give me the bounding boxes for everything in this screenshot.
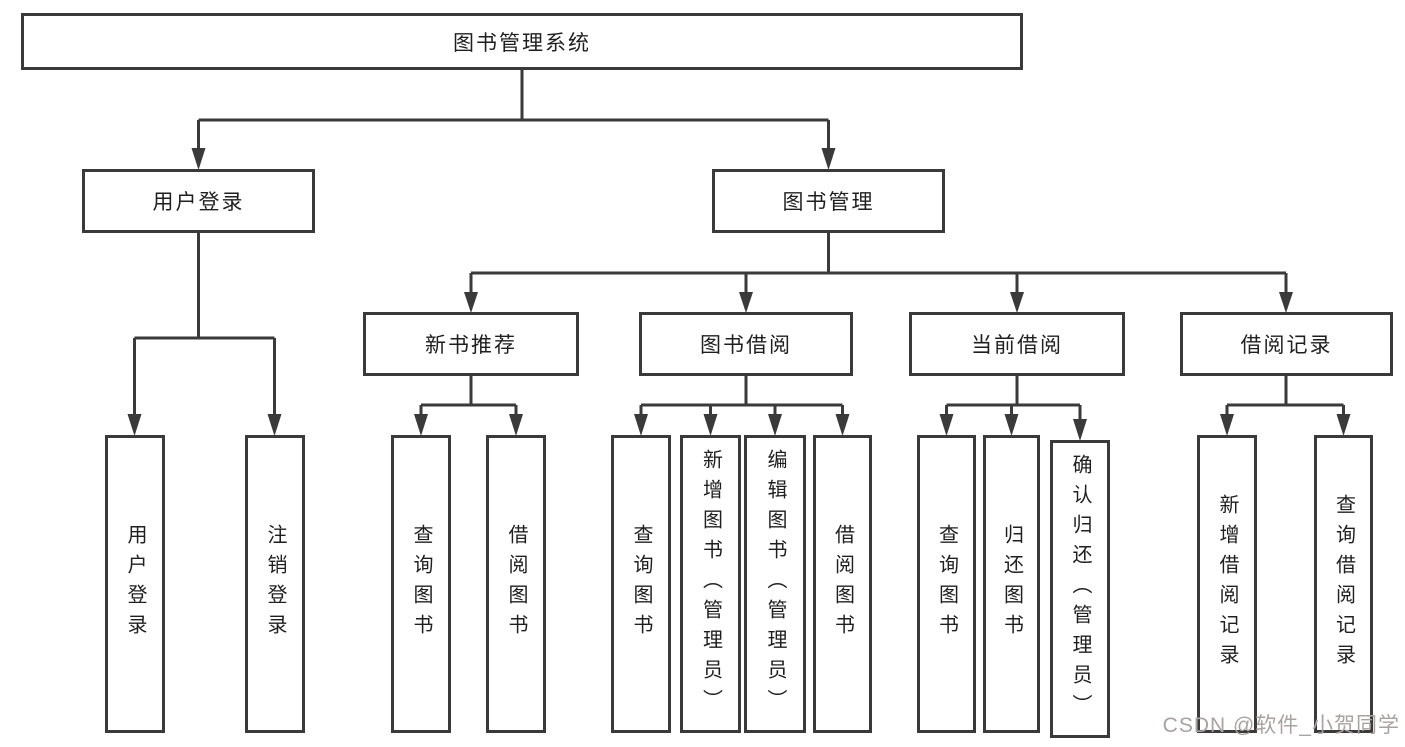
node-leaf-borrowing-borrow-label: 借阅图书 [831, 524, 854, 644]
node-leaf-borrowing-query: 查询图书 [611, 435, 671, 733]
node-borrowing-records-label: 借阅记录 [1240, 334, 1333, 357]
node-new-book-recommend-label: 新书推荐 [425, 334, 517, 357]
node-leaf-current-confirm-label: 确认归还（管理员） [1069, 454, 1091, 724]
node-borrowing-records: 借阅记录 [1180, 312, 1393, 376]
node-user-login-label: 用户登录 [152, 191, 245, 214]
node-leaf-newbook-borrow-label: 借阅图书 [505, 524, 527, 644]
node-leaf-borrowing-edit: 编辑图书（管理员） [744, 435, 806, 733]
node-leaf-current-return: 归还图书 [983, 435, 1040, 733]
node-leaf-current-query-label: 查询图书 [935, 524, 958, 644]
node-leaf-logout: 注销登录 [245, 435, 305, 733]
node-leaf-borrowing-edit-label: 编辑图书（管理员） [764, 449, 786, 719]
node-book-management: 图书管理 [712, 169, 945, 233]
node-leaf-record-query-label: 查询借阅记录 [1332, 494, 1355, 674]
node-leaf-borrowing-borrow: 借阅图书 [813, 435, 872, 733]
watermark: CSDN @软件_小贺同学 [1162, 714, 1400, 737]
node-leaf-user-login: 用户登录 [105, 435, 165, 733]
node-leaf-newbook-query: 查询图书 [391, 435, 451, 733]
node-book-borrowing: 图书借阅 [639, 312, 853, 376]
node-current-borrowing-label: 当前借阅 [971, 334, 1063, 357]
node-new-book-recommend: 新书推荐 [363, 312, 579, 376]
node-leaf-borrowing-query-label: 查询图书 [630, 524, 652, 644]
node-leaf-current-return-label: 归还图书 [1000, 524, 1023, 644]
arrowheads [127, 148, 1351, 441]
node-leaf-current-query: 查询图书 [917, 435, 976, 733]
node-leaf-record-query: 查询借阅记录 [1314, 435, 1373, 733]
node-user-login: 用户登录 [82, 169, 315, 233]
node-leaf-record-add: 新增借阅记录 [1197, 435, 1257, 733]
node-leaf-borrowing-add: 新增图书（管理员） [680, 435, 741, 733]
node-leaf-current-confirm: 确认归还（管理员） [1050, 440, 1110, 738]
node-leaf-newbook-borrow: 借阅图书 [486, 435, 546, 733]
node-leaf-logout-label: 注销登录 [264, 524, 286, 644]
node-current-borrowing: 当前借阅 [909, 312, 1125, 376]
node-book-management-label: 图书管理 [782, 191, 875, 214]
node-leaf-record-add-label: 新增借阅记录 [1216, 494, 1238, 674]
node-leaf-newbook-query-label: 查询图书 [410, 524, 432, 644]
node-root-label: 图书管理系统 [453, 31, 591, 55]
node-leaf-borrowing-add-label: 新增图书（管理员） [699, 449, 722, 719]
node-leaf-user-login-label: 用户登录 [124, 524, 146, 644]
node-root: 图书管理系统 [21, 13, 1023, 70]
node-book-borrowing-label: 图书借阅 [700, 334, 792, 357]
